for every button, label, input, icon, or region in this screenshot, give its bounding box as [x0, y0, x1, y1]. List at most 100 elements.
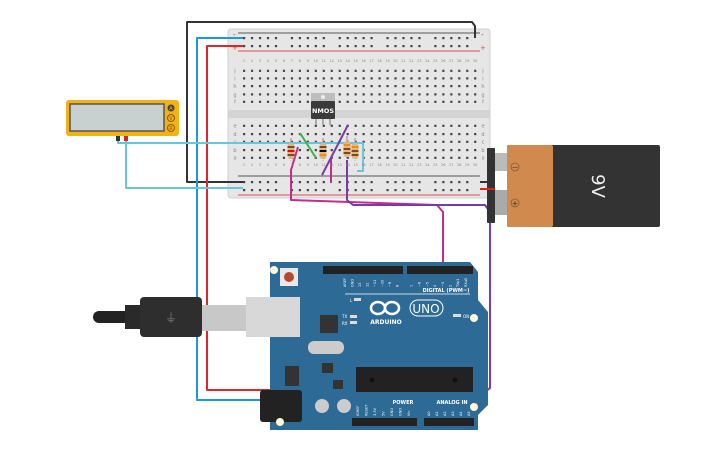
resistor[interactable]	[351, 138, 359, 161]
column-number: 1	[243, 59, 245, 63]
multimeter-button-v[interactable]: V	[167, 114, 175, 123]
column-number: 5	[275, 59, 277, 63]
row-letter: e	[233, 124, 236, 130]
rail-plus-label: +	[232, 44, 238, 52]
svg-text:A: A	[169, 106, 173, 112]
power-pin-label: GND	[399, 408, 403, 416]
usb-port	[246, 297, 300, 337]
digital-pin-label: ~11	[373, 280, 377, 287]
column-number: 16	[361, 59, 365, 63]
column-number: 10	[313, 163, 317, 167]
column-number: 3	[259, 59, 261, 63]
column-number: 12	[329, 59, 333, 63]
column-number: 17	[369, 163, 373, 167]
resistor[interactable]	[319, 138, 327, 161]
column-number: 19	[385, 163, 389, 167]
column-number: 22	[409, 59, 413, 63]
usb-cable[interactable]: ⏚	[93, 297, 246, 337]
power-label: POWER	[393, 400, 414, 406]
arduino-model: UNO	[412, 302, 439, 316]
digital-pin-label: 12	[366, 283, 370, 287]
digital-pin-label: 7	[410, 285, 414, 287]
on-label: ON	[463, 314, 469, 319]
column-number: 14	[345, 163, 350, 167]
row-letter: h	[233, 84, 236, 90]
column-number: 12	[329, 163, 333, 167]
column-number: 6	[283, 59, 285, 63]
tx-label: TX	[341, 314, 347, 319]
column-number: 23	[417, 163, 421, 167]
column-number: 26	[441, 59, 445, 63]
column-number: 18	[377, 59, 381, 63]
analog-pin-label: A1	[435, 411, 439, 416]
wire-lightblue-meter-2[interactable]	[125, 138, 243, 189]
column-number: 27	[449, 59, 453, 63]
digital-pin-label: 2	[449, 285, 453, 287]
resistor[interactable]	[343, 136, 351, 159]
wire-green[interactable]	[299, 132, 317, 159]
digital-pin-label: TX▸1	[456, 278, 460, 288]
column-number: 27	[449, 163, 453, 167]
multimeter-probe-red[interactable]	[124, 136, 128, 141]
digital-pin-label: RX◂0	[464, 278, 468, 287]
power-pin-label: Vin	[407, 410, 411, 416]
column-number: 18	[377, 163, 381, 167]
wire-lightblue-meter-1[interactable]	[117, 138, 364, 172]
column-number: 1	[243, 163, 245, 167]
rail-minus-label: -	[233, 31, 236, 39]
column-number: 20	[393, 163, 397, 167]
row-letter: c	[482, 140, 485, 146]
column-number: 26	[441, 163, 445, 167]
column-number: 9	[307, 163, 309, 167]
usb-icon: ⏚	[165, 311, 177, 325]
svg-text:V: V	[169, 116, 173, 122]
column-number: 10	[313, 59, 317, 63]
column-number: 6	[283, 163, 285, 167]
row-letter: f	[482, 100, 484, 106]
battery-9v[interactable]: − + 9V	[480, 145, 660, 227]
nmos-label: NMOS	[312, 107, 334, 115]
row-letter: j	[233, 69, 235, 75]
wire-purple-diagonal[interactable]	[321, 124, 349, 176]
rail-plus-label-right: +	[480, 44, 486, 52]
row-letter: a	[233, 156, 236, 162]
column-number: 30	[473, 59, 477, 63]
column-number: 11	[321, 163, 325, 167]
digital-pin-label: ~5	[425, 282, 429, 287]
digital-label: DIGITAL (PWM~)	[423, 288, 470, 294]
digital-pin-label: GND	[351, 279, 355, 287]
multimeter-button-r[interactable]: R	[167, 124, 175, 133]
column-number: 2	[251, 163, 253, 167]
column-number: 5	[275, 163, 277, 167]
column-number: 21	[401, 163, 405, 167]
row-letter: j	[481, 69, 483, 75]
digital-pin-label: 13	[358, 283, 362, 287]
row-letter: f	[234, 100, 236, 106]
digital-pin-label: ~6	[418, 282, 422, 287]
resistor[interactable]	[287, 138, 295, 161]
column-number: 8	[299, 163, 301, 167]
multimeter[interactable]: A V R	[66, 100, 179, 141]
row-letter: a	[481, 156, 484, 162]
column-number: 9	[307, 59, 309, 63]
column-number: 15	[353, 163, 357, 167]
multimeter-button-a[interactable]: A	[167, 104, 175, 113]
row-letter: g	[233, 92, 236, 98]
column-number: 2	[251, 59, 253, 63]
wire-magenta-signal[interactable]	[290, 146, 444, 270]
analog-pin-label: A3	[451, 411, 455, 416]
nmos-transistor[interactable]: NMOS	[311, 93, 335, 125]
power-pin-label: 3.3V	[373, 407, 377, 416]
arduino-brand: ARDUINO	[370, 319, 401, 326]
multimeter-probe-black[interactable]	[116, 136, 120, 141]
led-l-label: L	[350, 298, 353, 303]
column-number: 4	[267, 59, 270, 63]
svg-text:R: R	[169, 126, 173, 132]
column-number: 24	[425, 163, 430, 167]
column-number: 13	[337, 59, 341, 63]
column-number: 11	[321, 59, 325, 63]
column-number: 25	[433, 163, 437, 167]
